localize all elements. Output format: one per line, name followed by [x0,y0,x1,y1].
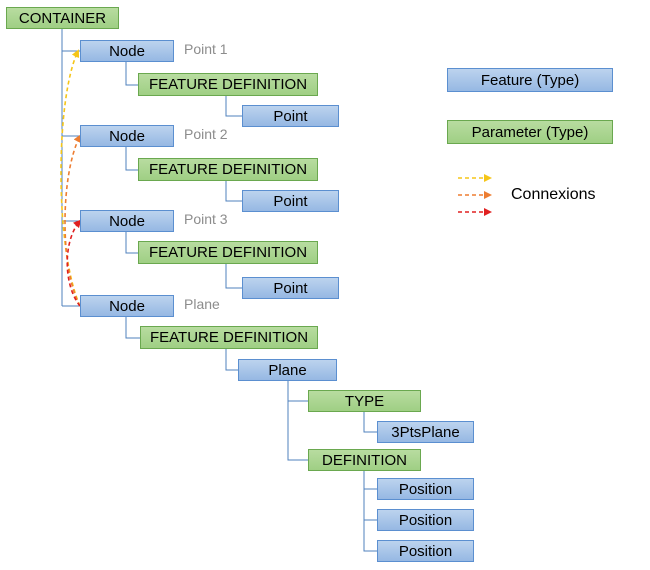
node-3-point-label: Point [273,279,308,297]
container-box: CONTAINER [6,7,119,29]
legend-feature-box: Feature (Type) [447,68,613,92]
node-1-feature-definition-box: FEATURE DEFINITION [138,73,318,96]
type-parameter-label: TYPE [344,392,385,410]
position-label-2: Position [398,511,453,529]
type-value-label: 3PtsPlane [391,423,460,441]
plane-feature-label: Plane [268,361,307,379]
type-parameter-box: TYPE [308,390,421,412]
node-1-box: Node [80,40,174,62]
node-2-label: Node [109,127,145,145]
node-1-feature-definition-label: FEATURE DEFINITION [148,76,308,93]
legend-feature-label: Feature (Type) [480,71,580,89]
node-3-box: Node [80,210,174,232]
node-plane-caption: Plane [184,296,220,312]
legend-parameter-box: Parameter (Type) [447,120,613,144]
node-2-feature-definition-box: FEATURE DEFINITION [138,158,318,181]
connector-node-3 [125,232,242,289]
node-1-point-box: Point [242,105,339,127]
node-plane-feature-definition-box: FEATURE DEFINITION [140,326,318,349]
connexion-arrow-red [66,219,82,307]
node-2-feature-definition-label: FEATURE DEFINITION [148,161,308,178]
connector-node-1 [125,62,242,117]
node-2-point-box: Point [242,190,339,212]
node-2-point-label: Point [273,192,308,210]
node-2-box: Node [80,125,174,147]
node-3-point-box: Point [242,277,339,299]
node-3-feature-definition-label: FEATURE DEFINITION [148,244,308,261]
legend-connexions-label: Connexions [511,186,596,203]
position-box-1: Position [377,478,474,500]
definition-parameter-label: DEFINITION [322,451,407,469]
position-label-3: Position [398,542,453,560]
type-value-box: 3PtsPlane [377,421,474,443]
node-1-point-label: Point [273,107,308,125]
node-plane-label: Node [109,297,145,315]
position-label-1: Position [398,480,453,498]
node-3-label: Node [109,212,145,230]
node-2-caption: Point 2 [184,126,228,142]
node-3-caption: Point 3 [184,211,228,227]
node-1-label: Node [109,42,145,60]
connector-node-plane [125,317,377,552]
node-1-caption: Point 1 [184,41,228,57]
connexion-arrow-yellow [60,49,81,307]
definition-parameter-box: DEFINITION [308,449,421,471]
container-label: CONTAINER [18,9,107,27]
position-box-2: Position [377,509,474,531]
connexion-arrow-orange [64,134,81,307]
connector-container [61,29,80,307]
position-box-3: Position [377,540,474,562]
legend-parameter-label: Parameter (Type) [471,123,589,141]
node-3-feature-definition-box: FEATURE DEFINITION [138,241,318,264]
plane-feature-box: Plane [238,359,337,381]
node-plane-box: Node [80,295,174,317]
node-plane-feature-definition-label: FEATURE DEFINITION [149,329,309,346]
connector-node-2 [125,147,242,202]
